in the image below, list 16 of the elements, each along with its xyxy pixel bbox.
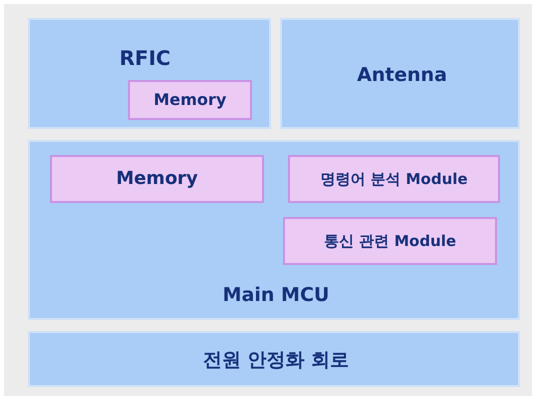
block-title: 전원 안정화 회로 <box>202 348 350 373</box>
block-title: RFIC <box>118 46 172 70</box>
block-label: Memory <box>115 168 199 190</box>
block-title: Antenna <box>356 64 448 86</box>
antenna-block <box>280 18 520 129</box>
module-block <box>283 217 497 265</box>
circuit-block <box>28 331 520 387</box>
block-label: 명령어 분석 Module <box>319 170 469 188</box>
block-label: 통신 관련 Module <box>322 232 458 250</box>
memory-block <box>50 155 264 203</box>
chip-block <box>28 18 271 129</box>
memory-block <box>128 80 252 120</box>
module-block <box>288 155 500 203</box>
block-label: Memory <box>152 90 228 110</box>
mcu-block <box>28 140 520 320</box>
block-title: Main MCU <box>222 284 330 306</box>
